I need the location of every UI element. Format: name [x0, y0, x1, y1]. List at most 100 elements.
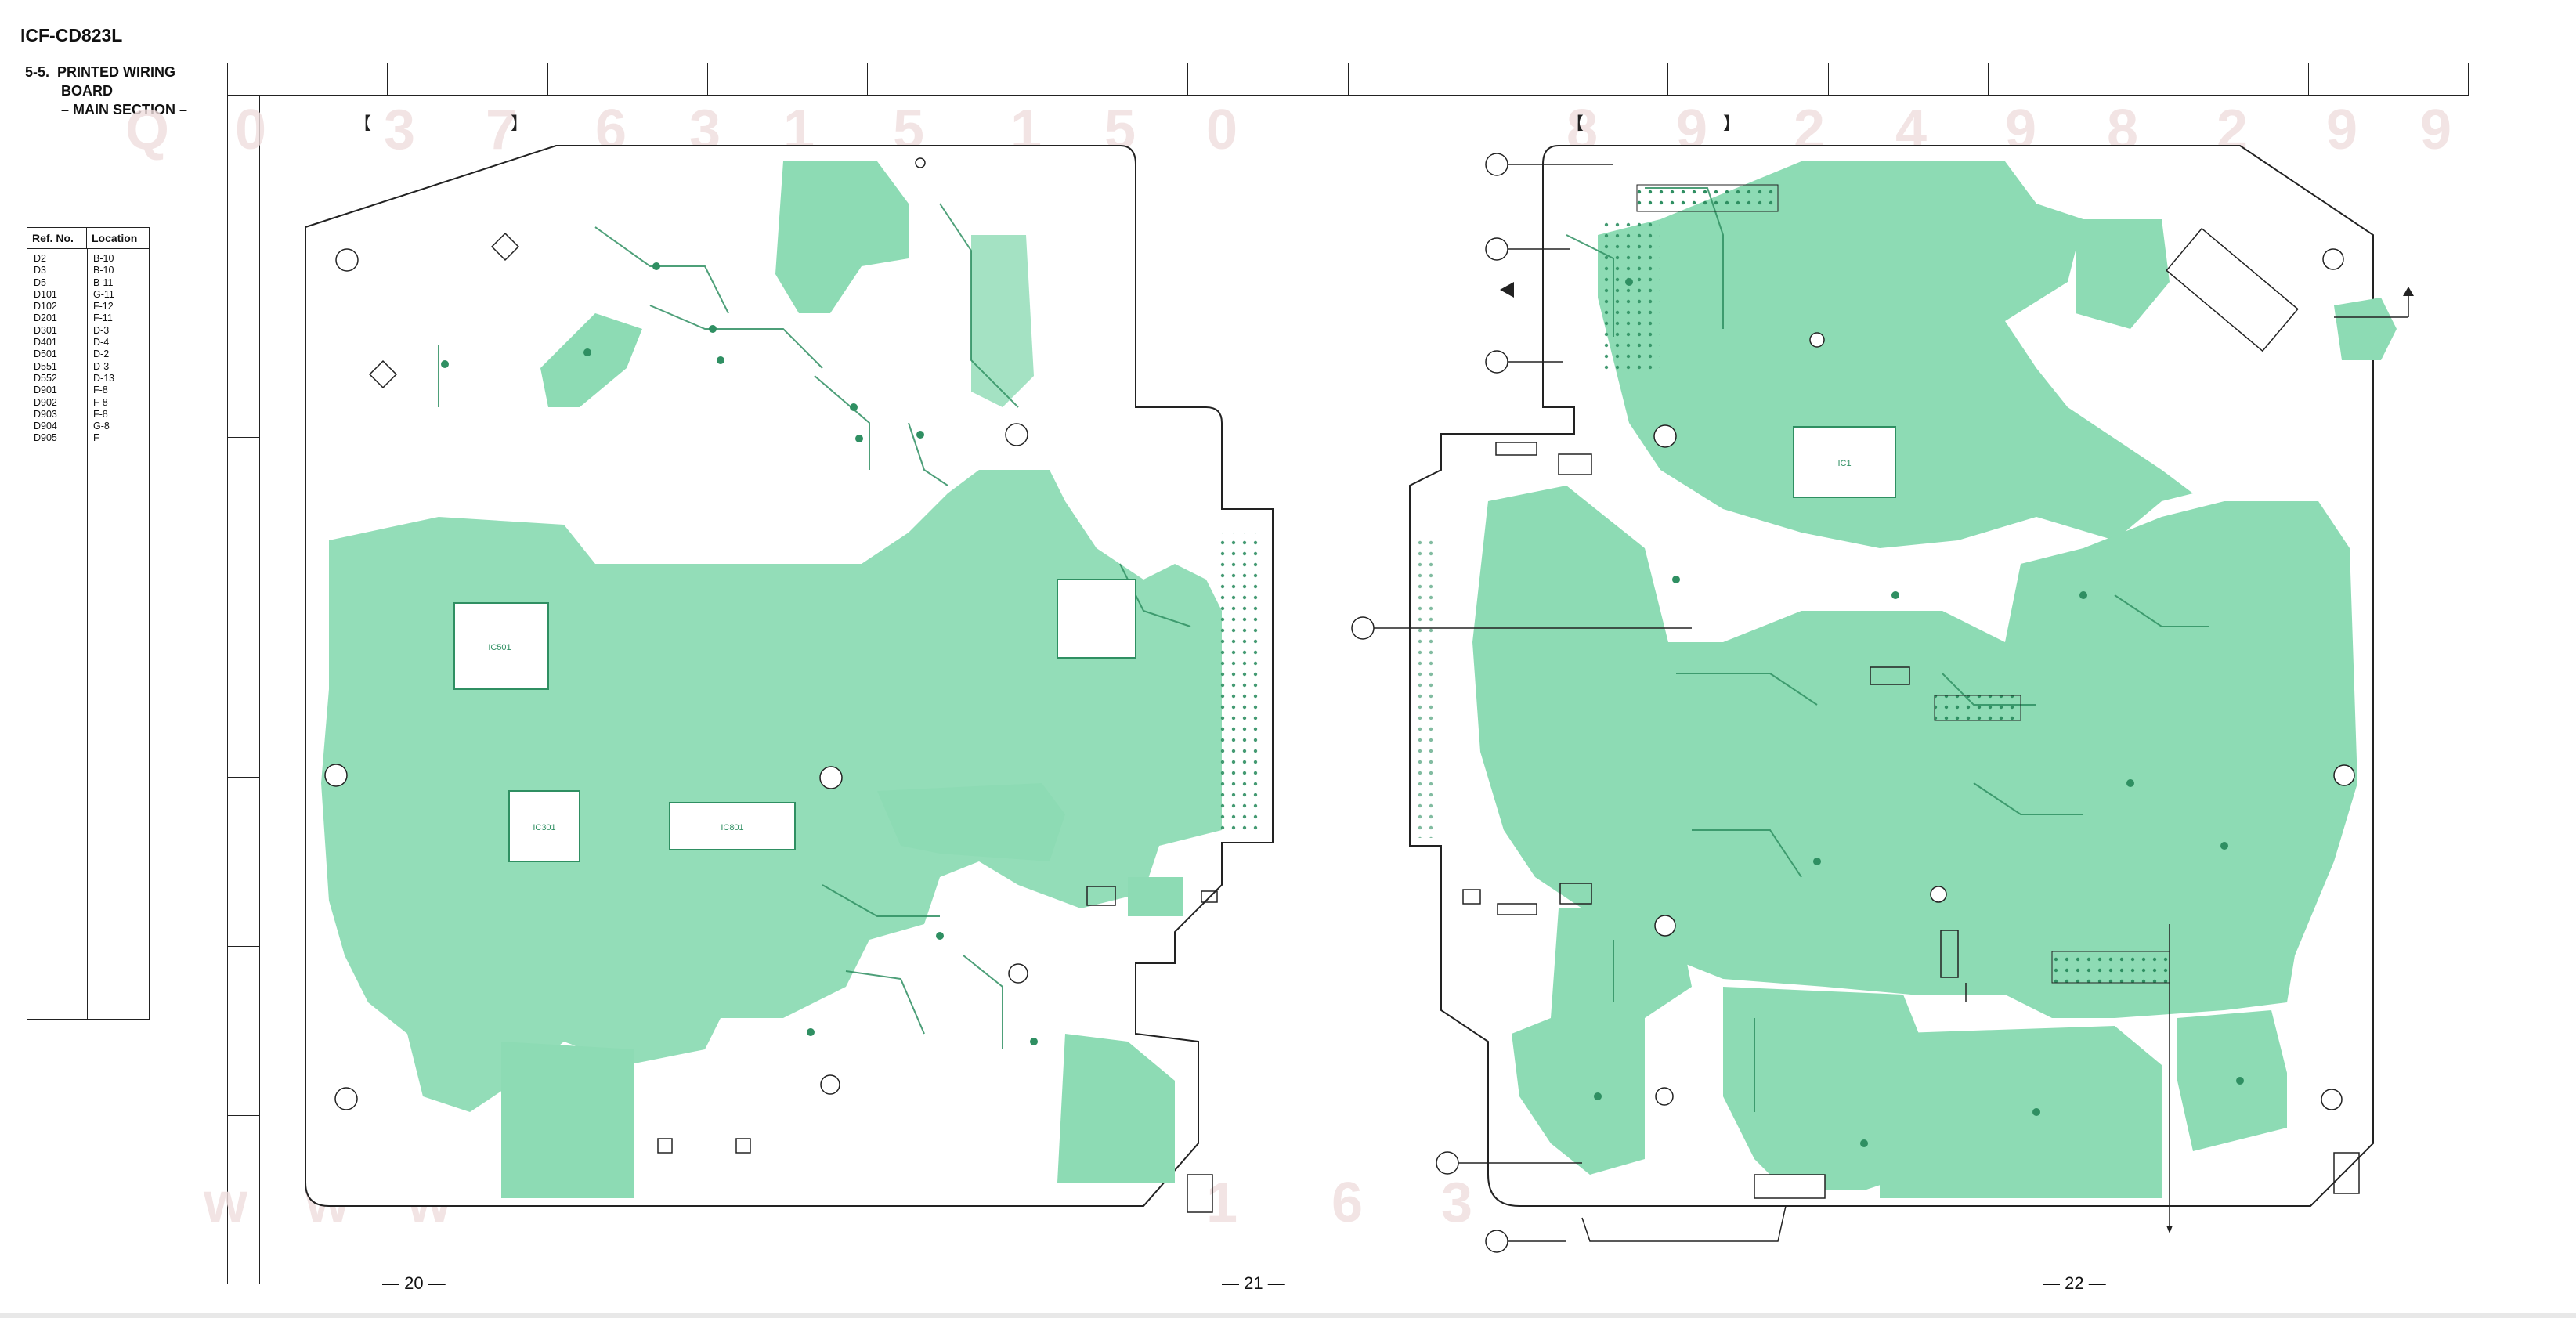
ref-table-row: D101 G-11	[27, 289, 149, 301]
ref-location: B-11	[93, 276, 114, 288]
section-line-2: BOARD	[61, 83, 113, 99]
ref-number: D2	[34, 253, 46, 264]
ref-table-row: D201 F-11	[27, 312, 149, 324]
ref-number: D201	[34, 312, 57, 324]
left-copper-top	[775, 161, 909, 313]
ref-location: D-4	[93, 337, 110, 348]
right-copper-br	[2177, 1010, 2287, 1151]
ref-location: B-10	[93, 265, 114, 276]
svg-text:6: 6	[1331, 1172, 1363, 1234]
ref-location: G-11	[93, 288, 114, 300]
ref-table-row: D2 B-10	[27, 253, 149, 265]
bracket-marks: 【 】 【 】	[354, 114, 1740, 133]
right-connector-bottom	[2051, 951, 2170, 984]
right-copper-lower-right	[1880, 1026, 2162, 1198]
ref-location: F-12	[93, 301, 114, 312]
ref-table-row: D102 F-12	[27, 301, 149, 312]
left-copper-bottom-mid	[877, 783, 1065, 861]
right-connector-mid	[1934, 695, 2021, 721]
ref-number: D904	[34, 421, 57, 432]
ref-location: B-10	[93, 253, 114, 264]
right-copper-top-right	[2076, 219, 2170, 329]
ref-location: F-11	[93, 312, 113, 324]
svg-text:3: 3	[384, 99, 415, 161]
svg-text:3: 3	[1441, 1172, 1472, 1234]
ref-table-row: D401 D-4	[27, 337, 149, 348]
svg-text:0: 0	[235, 99, 266, 161]
right-copper-lower-left	[1512, 908, 1692, 1175]
ref-number: D501	[34, 348, 57, 360]
grid-reference-top	[227, 63, 2469, 96]
svg-text:9: 9	[2420, 99, 2451, 161]
left-connector	[1218, 533, 1261, 830]
svg-text:【: 【	[354, 114, 371, 133]
ref-number: D905	[34, 432, 57, 444]
right-board: IC1	[1351, 145, 2414, 1253]
ref-number: D902	[34, 396, 57, 408]
ref-table-header: Ref. No. Location	[27, 228, 149, 249]
ref-location: F	[93, 432, 99, 444]
ref-location: D-3	[93, 360, 110, 372]
right-connector-top	[1636, 184, 1779, 212]
left-ic-c-label: IC801	[721, 823, 743, 832]
ref-table-row: D905 F	[27, 432, 149, 444]
svg-text:】: 】	[1723, 114, 1740, 133]
ref-location: D-3	[93, 324, 110, 336]
left-ic-c	[669, 802, 796, 850]
ref-table-row: D501 D-2	[27, 348, 149, 360]
ref-column-header: Ref. No.	[27, 228, 87, 248]
left-copper-right	[971, 235, 1034, 407]
right-connector-low	[1754, 1174, 1826, 1199]
ref-location: F-8	[93, 385, 108, 396]
right-copper-antenna-pad	[2334, 298, 2397, 360]
ref-number: D903	[34, 408, 57, 420]
ref-location: F-8	[93, 396, 108, 408]
left-copper-blob	[540, 313, 642, 407]
ref-table-row: D3 B-10	[27, 265, 149, 276]
left-copper-bottom-right	[1057, 1034, 1175, 1183]
right-connector-left	[1598, 219, 1660, 376]
left-ic-a-label: IC501	[488, 643, 511, 652]
right-angled-module	[2166, 227, 2299, 352]
ref-number: D101	[34, 288, 57, 300]
ref-number: D401	[34, 337, 57, 348]
ref-number: D102	[34, 301, 57, 312]
ref-table-row: D902 F-8	[27, 397, 149, 409]
section-line-1: PRINTED WIRING	[57, 64, 176, 80]
right-connector-edge	[1416, 540, 1435, 838]
svg-text:9: 9	[2326, 99, 2357, 161]
right-ic	[1793, 426, 1896, 498]
left-copper-lower	[501, 1042, 634, 1198]
section-number: 5-5.	[25, 64, 50, 80]
left-ic-d	[1057, 579, 1136, 659]
section-line-3: – MAIN SECTION –	[61, 102, 188, 117]
svg-text:【: 【	[1566, 114, 1584, 133]
right-copper-main	[1598, 161, 2193, 548]
ref-number: D3	[34, 265, 46, 276]
ref-location: D-2	[93, 348, 110, 360]
ref-location: F-8	[93, 408, 108, 420]
left-board: IC501 IC301 IC801	[305, 145, 1274, 1213]
left-ic-b	[508, 790, 580, 862]
svg-text:0: 0	[1206, 99, 1237, 161]
left-ic-b-label: IC301	[533, 823, 555, 832]
page-number-middle: — 21 —	[1222, 1273, 1285, 1293]
page-number-left: — 20 —	[382, 1273, 446, 1293]
svg-text:7: 7	[486, 99, 517, 161]
right-copper-lower-mid	[1723, 987, 1919, 1190]
bottom-rule	[0, 1313, 2576, 1318]
ref-location: D-13	[93, 372, 115, 384]
ref-table-row: D551 D-3	[27, 361, 149, 373]
svg-text:】: 】	[511, 114, 528, 133]
ref-table-row: D903 F-8	[27, 409, 149, 421]
ref-number: D552	[34, 372, 57, 384]
ref-number: D551	[34, 360, 57, 372]
